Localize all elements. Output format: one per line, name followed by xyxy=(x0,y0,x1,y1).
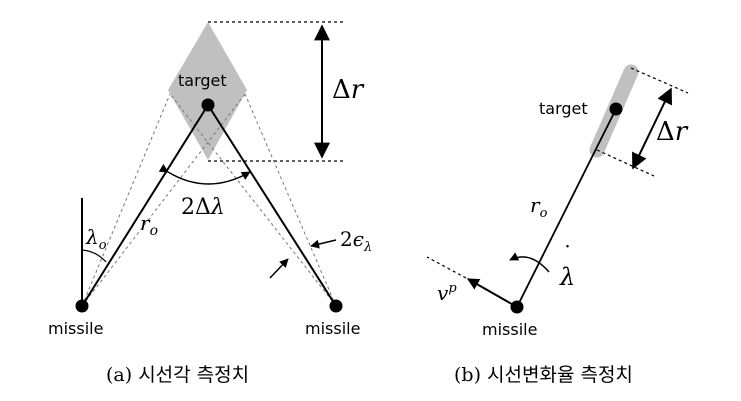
panel-a: target missile missile Δr 2Δλ ro λo 2ϵλ … xyxy=(48,21,372,386)
velocity-extension xyxy=(426,256,467,279)
two-delta-lambda-label: 2Δλ xyxy=(181,195,225,220)
left-cone-outer xyxy=(81,93,171,307)
los-right xyxy=(207,104,337,307)
target-uncertainty-region xyxy=(168,22,247,160)
two-eps-pointer-upper xyxy=(310,239,337,249)
right-cone-inner xyxy=(169,93,337,307)
lambda-dot-label: λ xyxy=(559,263,575,291)
target-label: target xyxy=(178,71,227,90)
caption-a: (a) 시선각 측정치 xyxy=(106,364,249,386)
lambda-dot-arc xyxy=(509,252,550,273)
target-dot-b xyxy=(609,102,623,116)
lambda-dot-dot: ˙ xyxy=(562,243,573,268)
right-cone-outer xyxy=(244,93,337,307)
delta-r-bottom-guide-b xyxy=(596,149,655,177)
target-dot xyxy=(201,98,215,112)
range-label: ro xyxy=(140,211,158,239)
lambda-o-arc xyxy=(81,249,107,263)
missile-dot-b xyxy=(510,300,524,314)
velocity-label: vp xyxy=(437,281,457,305)
los-b xyxy=(516,108,617,308)
panel-b: target missile Δr ro ˙ λ vp (b) 시선변화율 측정… xyxy=(426,64,689,386)
missile-right-dot xyxy=(329,299,343,313)
delta-r-top-guide-b xyxy=(630,67,689,94)
missile-label-b: missile xyxy=(482,320,537,339)
lambda-o-label: λo xyxy=(85,225,107,253)
caption-b: (b) 시선변화율 측정치 xyxy=(454,364,633,386)
velocity-vector xyxy=(466,278,518,308)
los-left xyxy=(81,104,209,307)
target-label-b: target xyxy=(539,99,588,118)
two-eps-pointer-lower xyxy=(269,258,289,279)
range-label-b: ro xyxy=(530,193,548,221)
delta-r-label: Δr xyxy=(332,75,365,105)
missile-left-label: missile xyxy=(48,319,103,338)
left-cone-inner xyxy=(81,93,246,307)
missile-right-label: missile xyxy=(305,319,360,338)
two-delta-lambda-arc xyxy=(158,163,251,185)
missile-left-dot xyxy=(75,299,89,313)
two-eps-lambda-label: 2ϵλ xyxy=(340,227,372,255)
delta-r-arrow-b xyxy=(632,87,672,170)
delta-r-label-b: Δr xyxy=(656,117,689,147)
